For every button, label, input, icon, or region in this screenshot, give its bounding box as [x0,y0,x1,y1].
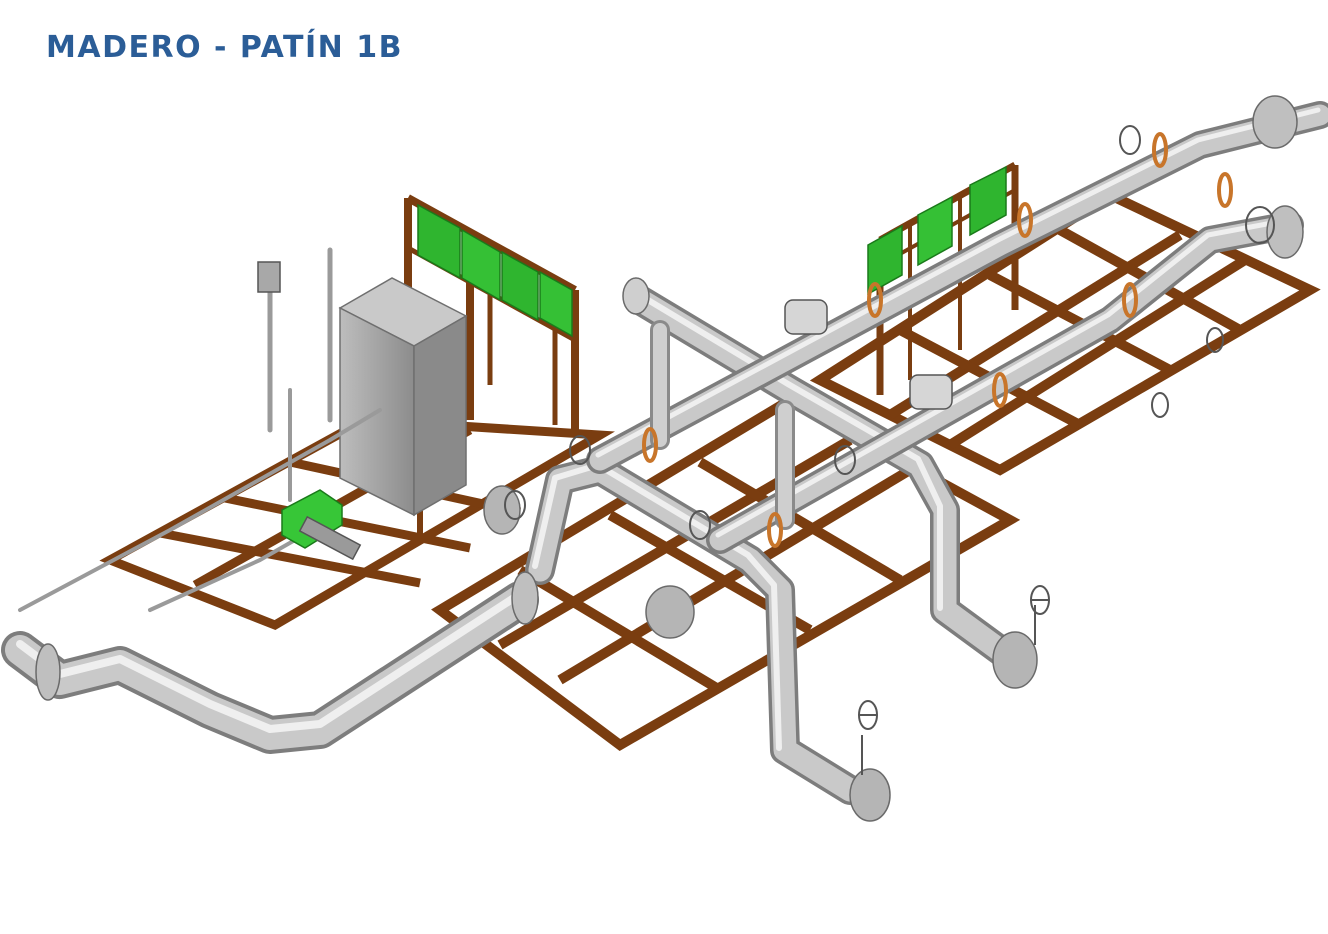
cabinet [338,277,468,517]
control-panel [867,224,903,296]
skid-center [431,394,1021,751]
control-panel [417,203,461,280]
valve-body [992,631,1038,689]
valves [504,125,1275,775]
instrument-tubing [18,408,382,612]
control-panel [501,250,539,322]
pump [281,489,362,561]
flanges [35,95,1304,822]
piping [1,101,1328,805]
actuators [257,261,953,410]
control-panel [539,270,573,338]
flange-bands [642,132,1233,548]
panels-right [867,165,1007,296]
page-title: MADERO - PATÍN 1B [46,30,403,65]
valve-body [849,768,891,822]
control-panel [969,165,1007,237]
panels-left [417,203,573,338]
control-panel [917,195,953,267]
control-panel [461,228,501,302]
